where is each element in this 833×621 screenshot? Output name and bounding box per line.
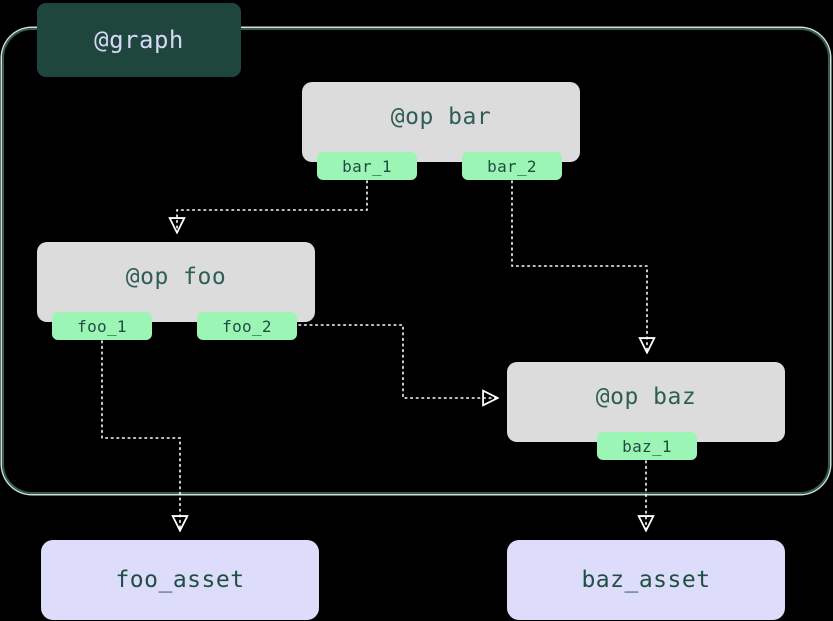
asset-node-foo-asset-label: foo_asset — [115, 567, 245, 593]
output-port-bar-2[interactable]: bar_2 — [462, 152, 562, 180]
op-node-baz[interactable]: @op baz — [507, 362, 785, 442]
graph-cluster-boundary — [2, 28, 830, 494]
output-port-bar-1-label: bar_1 — [342, 156, 392, 176]
op-node-foo-label: @op foo — [125, 264, 227, 290]
op-node-bar[interactable]: @op bar — [302, 82, 580, 162]
output-port-foo-2-label: foo_2 — [222, 316, 272, 336]
output-port-bar-1[interactable]: bar_1 — [317, 152, 417, 180]
output-port-baz-1[interactable]: baz_1 — [597, 432, 697, 460]
graph-cluster-label-text: @graph — [94, 26, 184, 54]
op-node-bar-label: @op bar — [390, 104, 492, 130]
output-port-foo-1[interactable]: foo_1 — [52, 312, 152, 340]
output-port-baz-1-label: baz_1 — [622, 436, 672, 456]
output-port-foo-1-label: foo_1 — [77, 316, 127, 336]
graph-cluster-label[interactable]: @graph — [37, 3, 241, 77]
op-node-foo[interactable]: @op foo — [37, 242, 315, 322]
output-port-bar-2-label: bar_2 — [487, 156, 537, 176]
asset-node-foo-asset[interactable]: foo_asset — [41, 540, 319, 620]
asset-node-baz-asset[interactable]: baz_asset — [507, 540, 785, 620]
output-port-foo-2[interactable]: foo_2 — [197, 312, 297, 340]
asset-node-baz-asset-label: baz_asset — [581, 567, 711, 593]
op-node-baz-label: @op baz — [595, 384, 697, 410]
